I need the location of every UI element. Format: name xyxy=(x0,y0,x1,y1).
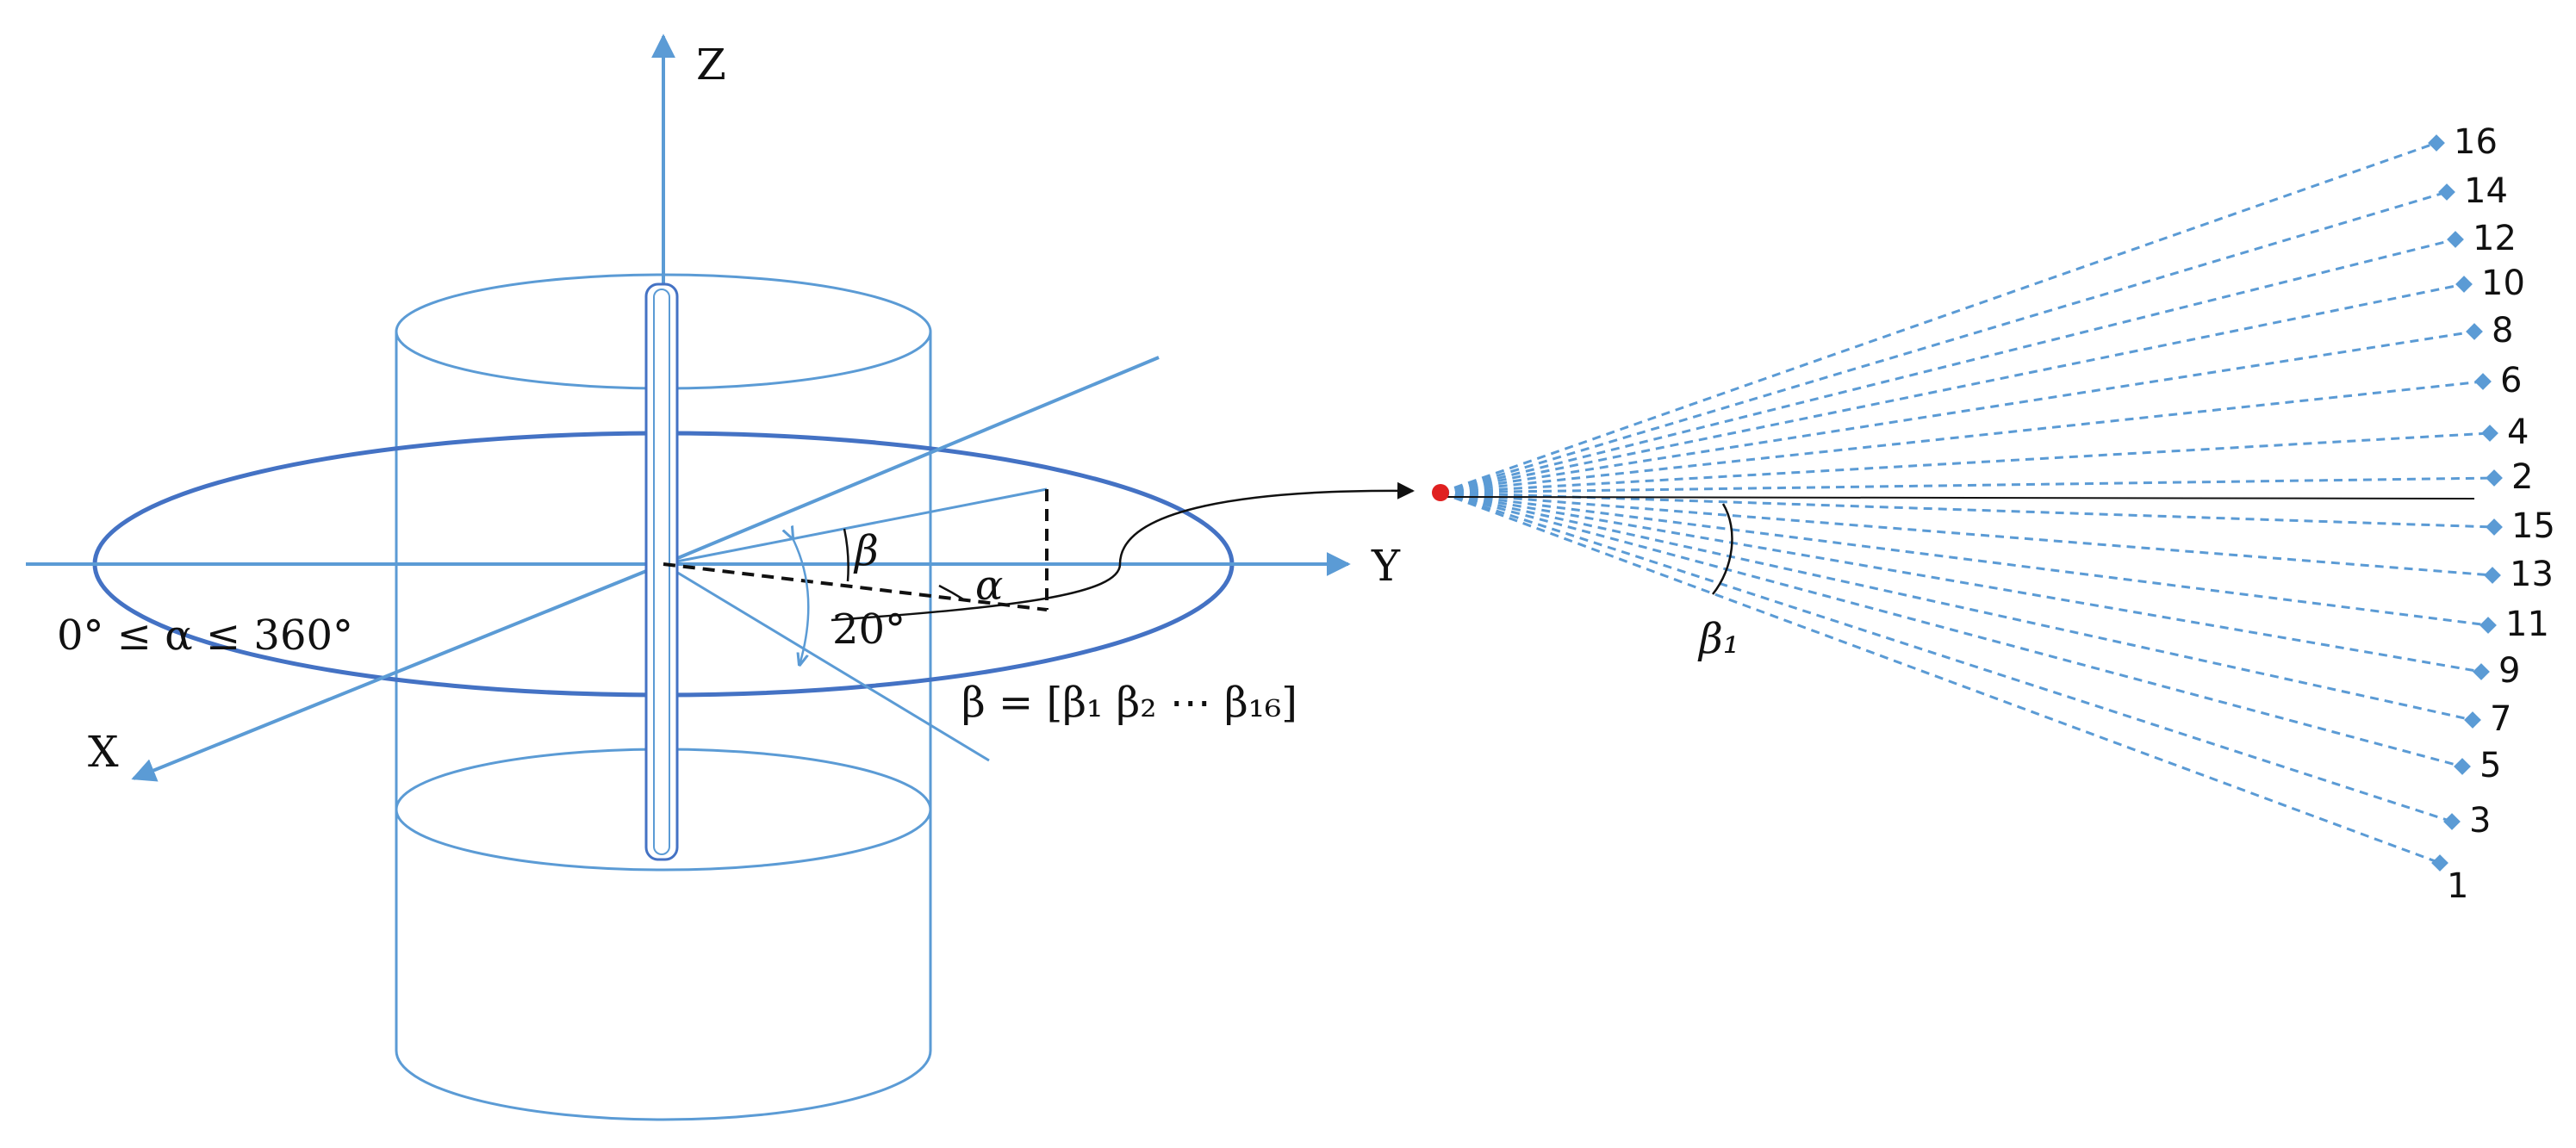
beam-line-1 xyxy=(1440,491,2441,865)
beam-fan: 16 14 12 10 8 6 4 2 15 13 11 9 7 5 31 xyxy=(1440,122,2555,906)
beam-marker-12 xyxy=(2447,231,2464,248)
beam-marker-9 xyxy=(2473,663,2490,680)
beam-marker-14 xyxy=(2438,183,2455,201)
beam-label-14: 14 xyxy=(2464,171,2508,211)
beam-marker-11 xyxy=(2480,617,2497,634)
beam-label-10: 10 xyxy=(2481,264,2525,303)
beam-line-13 xyxy=(1440,491,2493,577)
beam-line-12 xyxy=(1440,238,2456,494)
beta-arc xyxy=(843,528,849,582)
angle-arcs xyxy=(793,528,966,665)
beam-label-6: 6 xyxy=(2500,361,2522,400)
horizontal-reference-line xyxy=(1440,496,2475,500)
beam-label-15: 15 xyxy=(2511,506,2555,546)
projection-lines xyxy=(663,489,1048,611)
x-axis-label: X xyxy=(88,727,119,777)
tilt-arc xyxy=(793,538,810,665)
beam-label-7: 7 xyxy=(2490,699,2511,739)
beam-marker-5 xyxy=(2454,758,2471,775)
beam-marker-10 xyxy=(2455,276,2473,293)
rotating-shaft-inner xyxy=(653,289,670,855)
cylinder-bottom-arc xyxy=(395,1050,932,1121)
beam-marker-4 xyxy=(2481,425,2498,442)
tilt-line xyxy=(663,562,990,762)
beam-label-8: 8 xyxy=(2492,311,2513,351)
x-axis xyxy=(131,562,664,782)
beam-marker-8 xyxy=(2466,323,2483,340)
zoom-connector-arrow xyxy=(831,481,1415,622)
beam-line-16 xyxy=(1440,141,2437,494)
beam-line-2 xyxy=(1440,476,2495,494)
projection-to-plane xyxy=(663,562,1048,611)
beam-line-3 xyxy=(1440,491,2453,823)
alpha-range-label: 0° ≤ α ≤ 360° xyxy=(57,611,353,660)
beta-one-arc xyxy=(1712,503,1733,595)
beam-label-2: 2 xyxy=(2511,457,2533,497)
beam-marker-13 xyxy=(2484,567,2501,584)
beam-elevation-line xyxy=(663,487,1048,566)
beam-marker-6 xyxy=(2474,373,2492,390)
tilt-angle-label: 20° xyxy=(832,605,905,654)
beam-label-12: 12 xyxy=(2473,219,2517,258)
beta-one-label: β₁ xyxy=(1697,615,1739,663)
beam-marker-16 xyxy=(2428,134,2445,152)
y-axis-label: Y xyxy=(1371,541,1401,591)
rotating-shaft xyxy=(644,282,679,861)
beam-label-9: 9 xyxy=(2498,651,2520,691)
beam-label-16: 16 xyxy=(2454,122,2498,162)
beta-label: β xyxy=(853,527,879,575)
beam-label-4: 4 xyxy=(2507,413,2529,452)
beta-vector-label: β = [β₁ β₂ ⋯ β₁₆] xyxy=(961,679,1297,727)
beam-line-11 xyxy=(1440,491,2489,627)
z-axis-label: Z xyxy=(696,40,726,90)
beam-marker-2 xyxy=(2486,469,2503,487)
beam-label-3: 3 xyxy=(2469,801,2491,841)
beam-line-7 xyxy=(1440,491,2473,722)
lidar-origin-point xyxy=(1432,484,1449,501)
beam-line-4 xyxy=(1440,431,2491,494)
beam-line-8 xyxy=(1440,330,2475,494)
beam-line-14 xyxy=(1440,190,2448,494)
beam-line-10 xyxy=(1440,282,2465,494)
coordinate-axes xyxy=(26,34,1351,782)
alpha-arc xyxy=(938,584,966,602)
x-axis-extension xyxy=(663,356,1160,566)
beam-label-1: 1 xyxy=(2447,866,2468,906)
beam-label-5: 5 xyxy=(2480,746,2501,785)
beam-marker-3 xyxy=(2443,813,2461,830)
beam-marker-15 xyxy=(2486,518,2503,536)
beam-line-5 xyxy=(1440,491,2463,768)
beam-label-13: 13 xyxy=(2510,555,2554,594)
beam-marker-1 xyxy=(2431,854,2448,872)
beam-line-9 xyxy=(1440,491,2482,673)
alpha-label: α xyxy=(975,562,1003,610)
beam-label-11: 11 xyxy=(2505,605,2549,644)
beam-marker-7 xyxy=(2464,711,2481,729)
